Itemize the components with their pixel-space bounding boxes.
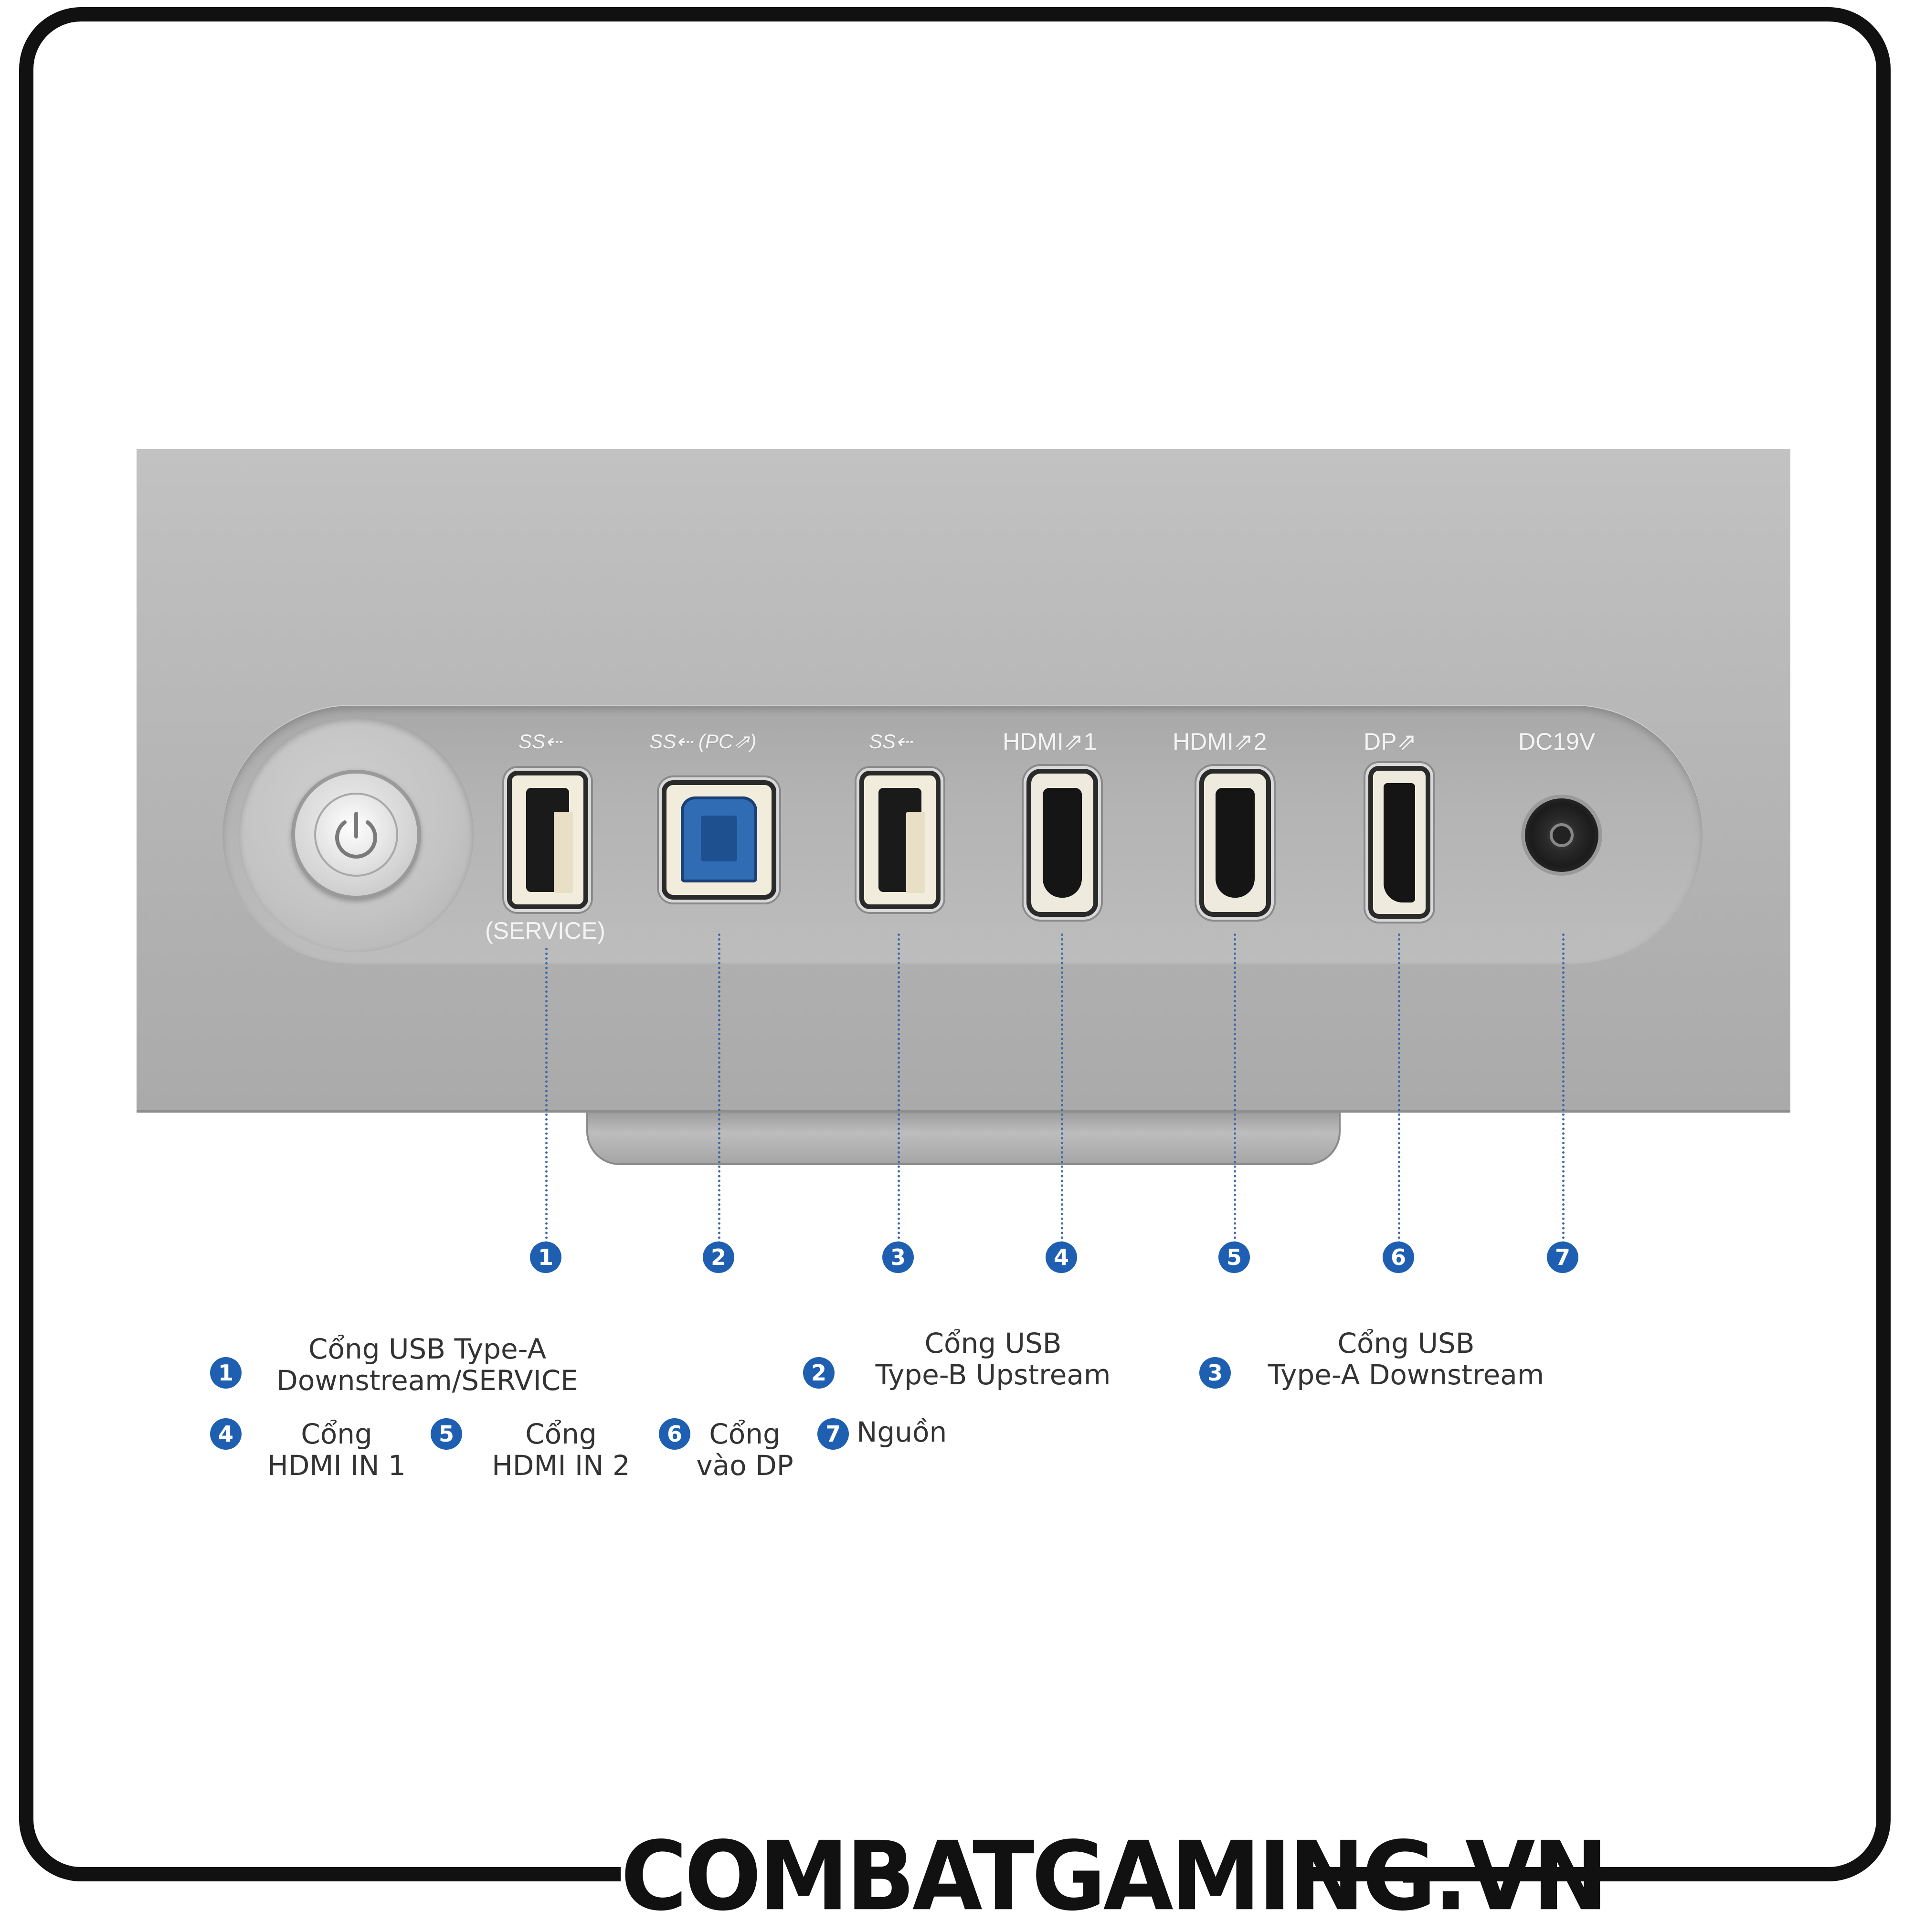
hdmi-2-port bbox=[1199, 769, 1271, 917]
leader-line-2 bbox=[718, 934, 720, 1244]
leader-line-6 bbox=[1398, 934, 1400, 1244]
dc-power-jack bbox=[1521, 795, 1602, 876]
usb-type-a-service-port bbox=[507, 771, 588, 909]
callout-6: 6 bbox=[1383, 1242, 1414, 1273]
callout-7: 7 bbox=[1547, 1242, 1578, 1273]
power-symbol-icon bbox=[335, 812, 377, 859]
leader-line-5 bbox=[1234, 934, 1236, 1244]
usb1-service-label: (SERVICE) bbox=[485, 917, 605, 944]
hdmi2-port-label: HDMI⇗2 bbox=[1173, 728, 1267, 755]
usb1-port-label: SS⇠ bbox=[518, 730, 562, 753]
callout-4: 4 bbox=[1046, 1242, 1077, 1273]
power-icon bbox=[314, 793, 398, 877]
leader-line-7 bbox=[1562, 934, 1565, 1244]
legend-num-3: 3 bbox=[1199, 1357, 1231, 1389]
brand-watermark: COMBATGAMING.VN bbox=[621, 1821, 1608, 1932]
legend-num-5: 5 bbox=[431, 1418, 462, 1450]
hdmi-1-port bbox=[1026, 769, 1098, 917]
callout-2: 2 bbox=[703, 1242, 734, 1273]
leader-line-4 bbox=[1061, 934, 1063, 1244]
legend-num-6: 6 bbox=[659, 1418, 690, 1450]
legend-text-1: Cổng USB Type-A Downstream/SERVICE bbox=[276, 1333, 578, 1397]
stand-base bbox=[586, 1113, 1341, 1165]
legend-text-3: Cổng USB Type-A Downstream bbox=[1268, 1327, 1544, 1391]
dp-port-label: DP⇗ bbox=[1364, 728, 1417, 755]
leader-line-1 bbox=[545, 948, 548, 1244]
usb-type-b-port bbox=[662, 780, 776, 900]
power-button bbox=[291, 770, 421, 900]
dc-port-label: DC19V bbox=[1518, 728, 1596, 755]
callout-5: 5 bbox=[1218, 1242, 1250, 1273]
legend-text-5: Cổng HDMI IN 2 bbox=[492, 1418, 630, 1482]
legend-num-4: 4 bbox=[210, 1418, 242, 1450]
hdmi1-port-label: HDMI⇗1 bbox=[1003, 728, 1097, 755]
outer-frame bbox=[19, 7, 1891, 1881]
legend-text-4: Cổng HDMI IN 1 bbox=[267, 1418, 406, 1482]
legend-text-7: Nguồn bbox=[857, 1416, 947, 1448]
usb2-port-label: SS⇠ (PC⇗) bbox=[649, 730, 757, 753]
legend-text-6: Cổng vào DP bbox=[696, 1418, 793, 1482]
usb3-port-label: SS⇠ bbox=[869, 730, 913, 753]
callout-1: 1 bbox=[530, 1242, 561, 1273]
displayport-port bbox=[1368, 766, 1430, 919]
callout-3: 3 bbox=[882, 1242, 914, 1273]
legend-text-2: Cổng USB Type-B Upstream bbox=[875, 1327, 1111, 1391]
legend-num-7: 7 bbox=[817, 1418, 849, 1450]
leader-line-3 bbox=[898, 934, 900, 1244]
usb-type-a-port bbox=[859, 771, 941, 909]
legend-num-2: 2 bbox=[803, 1357, 835, 1389]
legend-num-1: 1 bbox=[210, 1357, 242, 1389]
